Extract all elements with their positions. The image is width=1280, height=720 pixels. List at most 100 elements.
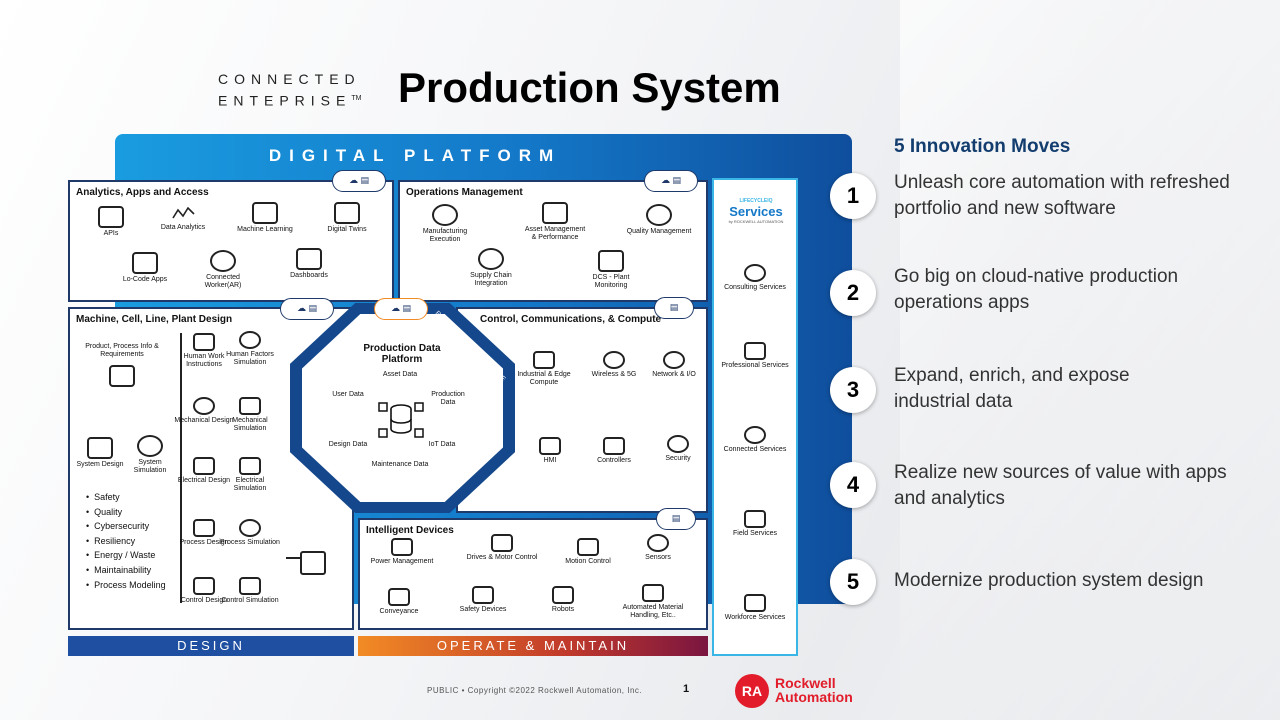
manufacturing-execution-item[interactable]: Manufacturing Execution: [412, 204, 478, 244]
data-analytics-item[interactable]: Data Analytics: [150, 204, 216, 232]
database-badge: ▤: [656, 508, 696, 530]
workforce-services-item[interactable]: Workforce Services: [714, 594, 796, 622]
field-services-item[interactable]: Field Services: [714, 510, 796, 538]
flowchart-icon: [193, 519, 215, 537]
api-icon: [98, 206, 124, 228]
network-nodes-icon: [663, 351, 685, 369]
dashboards-item[interactable]: Dashboards: [276, 248, 342, 280]
connected-worker-item[interactable]: Connected Worker(AR): [190, 250, 256, 290]
bullet-item: Safety: [86, 490, 166, 505]
checklist-icon: [300, 551, 326, 575]
monitor-worker-icon: [598, 250, 624, 272]
hmi-icon: [539, 437, 561, 455]
machine-learning-item[interactable]: Machine Learning: [232, 202, 298, 234]
wifi-icon: [603, 351, 625, 369]
security-item[interactable]: Security: [648, 435, 708, 463]
database-badge: ▤: [654, 297, 694, 319]
digital-platform-label: DIGITAL PLATFORM: [268, 146, 562, 165]
brand-line2: ENTEPRISE: [218, 92, 352, 109]
system-design-item[interactable]: System Design: [76, 437, 124, 469]
lock-icon: [667, 435, 689, 453]
presenter-icon: [744, 342, 766, 360]
consulting-services-item[interactable]: Consulting Services: [714, 264, 796, 292]
hmi-item[interactable]: HMI: [520, 437, 580, 465]
dcs-plant-monitoring-item[interactable]: DCS - Plant Monitoring: [578, 250, 644, 290]
design-title: Machine, Cell, Line, Plant Design: [76, 314, 233, 325]
grid-item[interactable]: Human Work Instructions: [174, 333, 234, 369]
grid-item[interactable]: Process Simulation: [220, 519, 280, 547]
industrial-edge-compute-item[interactable]: Industrial & Edge Compute: [514, 351, 574, 387]
move-number: 2: [830, 270, 876, 316]
system-simulation-item[interactable]: System Simulation: [122, 435, 178, 475]
maintenance-data-label: Maintenance Data: [371, 461, 429, 468]
shield-icon: [472, 586, 494, 604]
analytics-box: Analytics, Apps and Access APIs Data Ana…: [68, 170, 394, 302]
drives-motor-control-item[interactable]: Drives & Motor Control: [460, 534, 544, 562]
grid-item[interactable]: Process Design: [174, 519, 234, 547]
edge-label: COMMON MODELS: [447, 445, 499, 498]
move-number: 3: [830, 367, 876, 413]
move-text: Realize new sources of value with apps a…: [894, 462, 1227, 509]
iot-data-label: IoT Data: [428, 441, 456, 448]
professional-services-item[interactable]: Professional Services: [714, 342, 796, 370]
operations-title: Operations Management: [406, 187, 523, 198]
grid-item[interactable]: Control Design: [174, 577, 234, 605]
quality-management-item[interactable]: Quality Management: [626, 204, 692, 236]
operations-box: Operations Management Manufacturing Exec…: [398, 170, 708, 302]
network-io-item[interactable]: Network & I/O: [644, 351, 704, 379]
gear-icon: [432, 204, 458, 226]
control-icon: [193, 577, 215, 595]
motor-icon: [577, 538, 599, 556]
dashboard-icon: [296, 248, 322, 270]
move-text: Go big on cloud-native production operat…: [894, 266, 1179, 313]
digital-twins-item[interactable]: Digital Twins: [314, 202, 380, 234]
edge-label: SECURE ACCESS: [320, 447, 370, 496]
wireless-5g-item[interactable]: Wireless & 5G: [584, 351, 644, 379]
connected-services-item[interactable]: Connected Services: [714, 426, 796, 454]
move-text: Expand, enrich, and expose industrial da…: [894, 365, 1130, 412]
devices-box: Intelligent Devices Power Management Dri…: [358, 508, 708, 630]
bullet-item: Cybersecurity: [86, 519, 166, 534]
grid-item[interactable]: Human Factors Simulation: [220, 331, 280, 367]
server-icon: [533, 351, 555, 369]
grid-item[interactable]: Electrical Design: [174, 457, 234, 485]
apis-item[interactable]: APIs: [78, 206, 144, 238]
gear-icon: [193, 397, 215, 415]
services-column: LIFECYCLEIQ Services by ROCKWELL AUTOMAT…: [712, 178, 798, 656]
monitor-gear-icon: [239, 397, 261, 415]
bullet-item: Quality: [86, 505, 166, 520]
move-number: 1: [830, 173, 876, 219]
asset-management-item[interactable]: Asset Management & Performance: [522, 202, 588, 242]
supply-chain-item[interactable]: Supply Chain Integration: [458, 248, 524, 288]
brand-line1: CONNECTED: [218, 71, 361, 87]
grid-item[interactable]: Mechanical Design: [174, 397, 234, 425]
safety-devices-item[interactable]: Safety Devices: [448, 586, 518, 614]
asset-data-label: Asset Data: [382, 371, 418, 378]
database-cubes-icon: [378, 397, 424, 443]
power-management-item[interactable]: Power Management: [362, 538, 442, 566]
services-logo: LIFECYCLEIQ Services by ROCKWELL AUTOMAT…: [728, 198, 784, 224]
grid-item[interactable]: Mechanical Simulation: [220, 397, 280, 433]
grid-item[interactable]: Electrical Simulation: [220, 457, 280, 493]
pdp-content: COMMON EXPERIENCE RESILIENT ARCHITECTURE…: [290, 303, 515, 513]
page-title: Production System: [398, 64, 781, 111]
product-info-item[interactable]: Product, Process Info & Requirements: [84, 343, 160, 389]
chart-line-icon: [172, 204, 195, 222]
motion-control-item[interactable]: Motion Control: [556, 538, 620, 566]
grid-item[interactable]: Control Simulation: [220, 577, 280, 605]
instructions-icon: [193, 333, 215, 351]
material-handling-item[interactable]: Automated Material Handling, Etc..: [610, 584, 696, 620]
lo-code-apps-item[interactable]: Lo-Code Apps: [112, 252, 178, 284]
electrical-icon: [193, 457, 215, 475]
sensors-item[interactable]: Sensors: [626, 534, 690, 562]
user-data-label: User Data: [332, 391, 364, 398]
conveyance-item[interactable]: Conveyance: [364, 588, 434, 616]
bullet-item: Energy / Waste: [86, 548, 166, 563]
robots-item[interactable]: Robots: [528, 586, 598, 614]
brain-icon: [252, 202, 278, 224]
footer-copyright: PUBLIC • Copyright ©2022 Rockwell Automa…: [427, 686, 643, 695]
page-number: 1: [683, 683, 690, 695]
cloud-db-badge: ☁ ▤: [332, 170, 386, 192]
move-number: 5: [830, 559, 876, 605]
controllers-item[interactable]: Controllers: [584, 437, 644, 465]
